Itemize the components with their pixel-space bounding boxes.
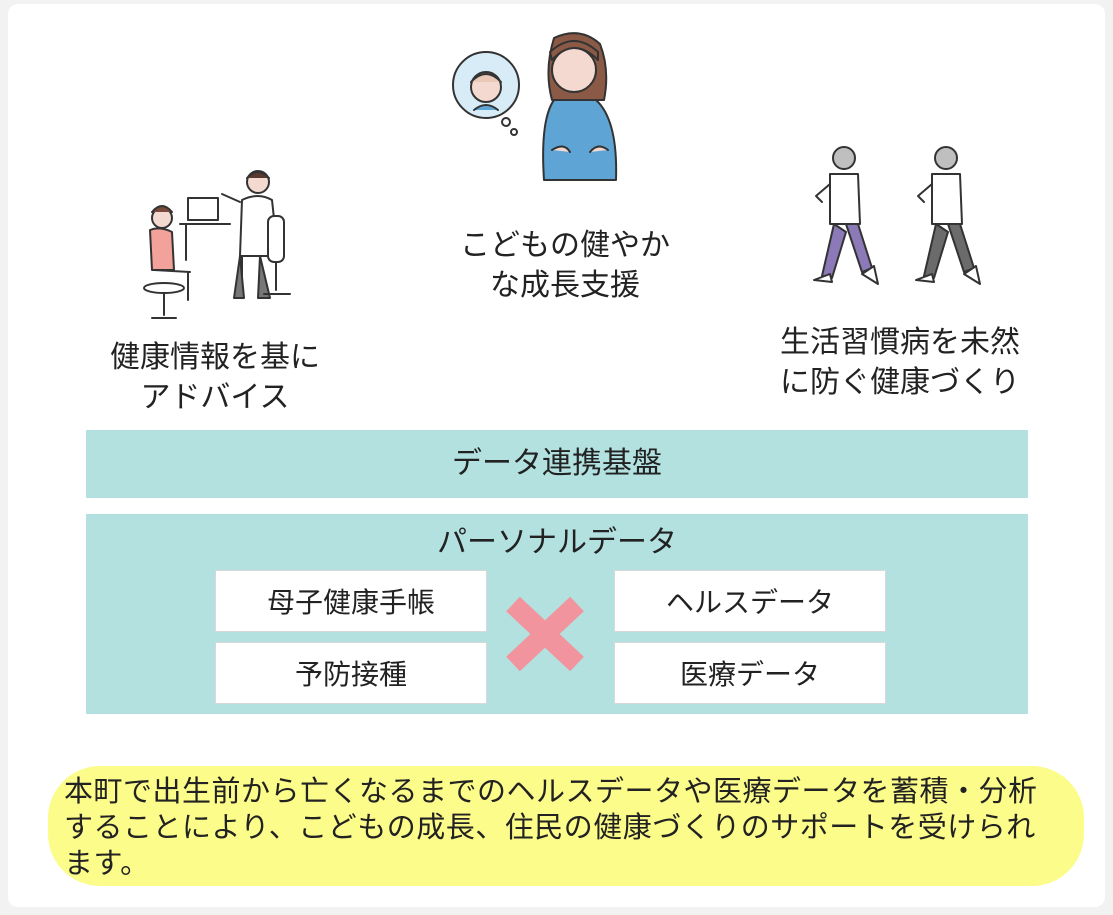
data-platform-label: データ連携基盤 bbox=[452, 446, 662, 481]
data-platform-band: データ連携基盤 bbox=[86, 430, 1028, 498]
vaccination-box: 予防接種 bbox=[215, 642, 487, 704]
summary-text: 本町で出生前から亡くなるまでのヘルスデータや医療データを蓄積・分析することにより… bbox=[64, 774, 1038, 880]
lifestyle-caption: 生活習慣病を未然 に防ぐ健康づくり bbox=[780, 325, 1020, 400]
doctor-consultation-illustration bbox=[143, 170, 291, 319]
summary-banner bbox=[48, 766, 1084, 886]
walking-people-illustration bbox=[813, 146, 981, 285]
health-data-box: ヘルスデータ bbox=[614, 570, 886, 632]
medical-data-box: 医療データ bbox=[614, 642, 886, 704]
personal-data-title: パーソナルデータ bbox=[437, 525, 677, 560]
advice-caption: 健康情報を基に アドバイス bbox=[110, 340, 320, 415]
pregnant-woman-illustration bbox=[452, 32, 618, 181]
cross-icon bbox=[506, 596, 584, 672]
maternal-handbook-box: 母子健康手帳 bbox=[215, 570, 487, 632]
child-support-caption: こどもの健やか な成長支援 bbox=[460, 228, 670, 303]
